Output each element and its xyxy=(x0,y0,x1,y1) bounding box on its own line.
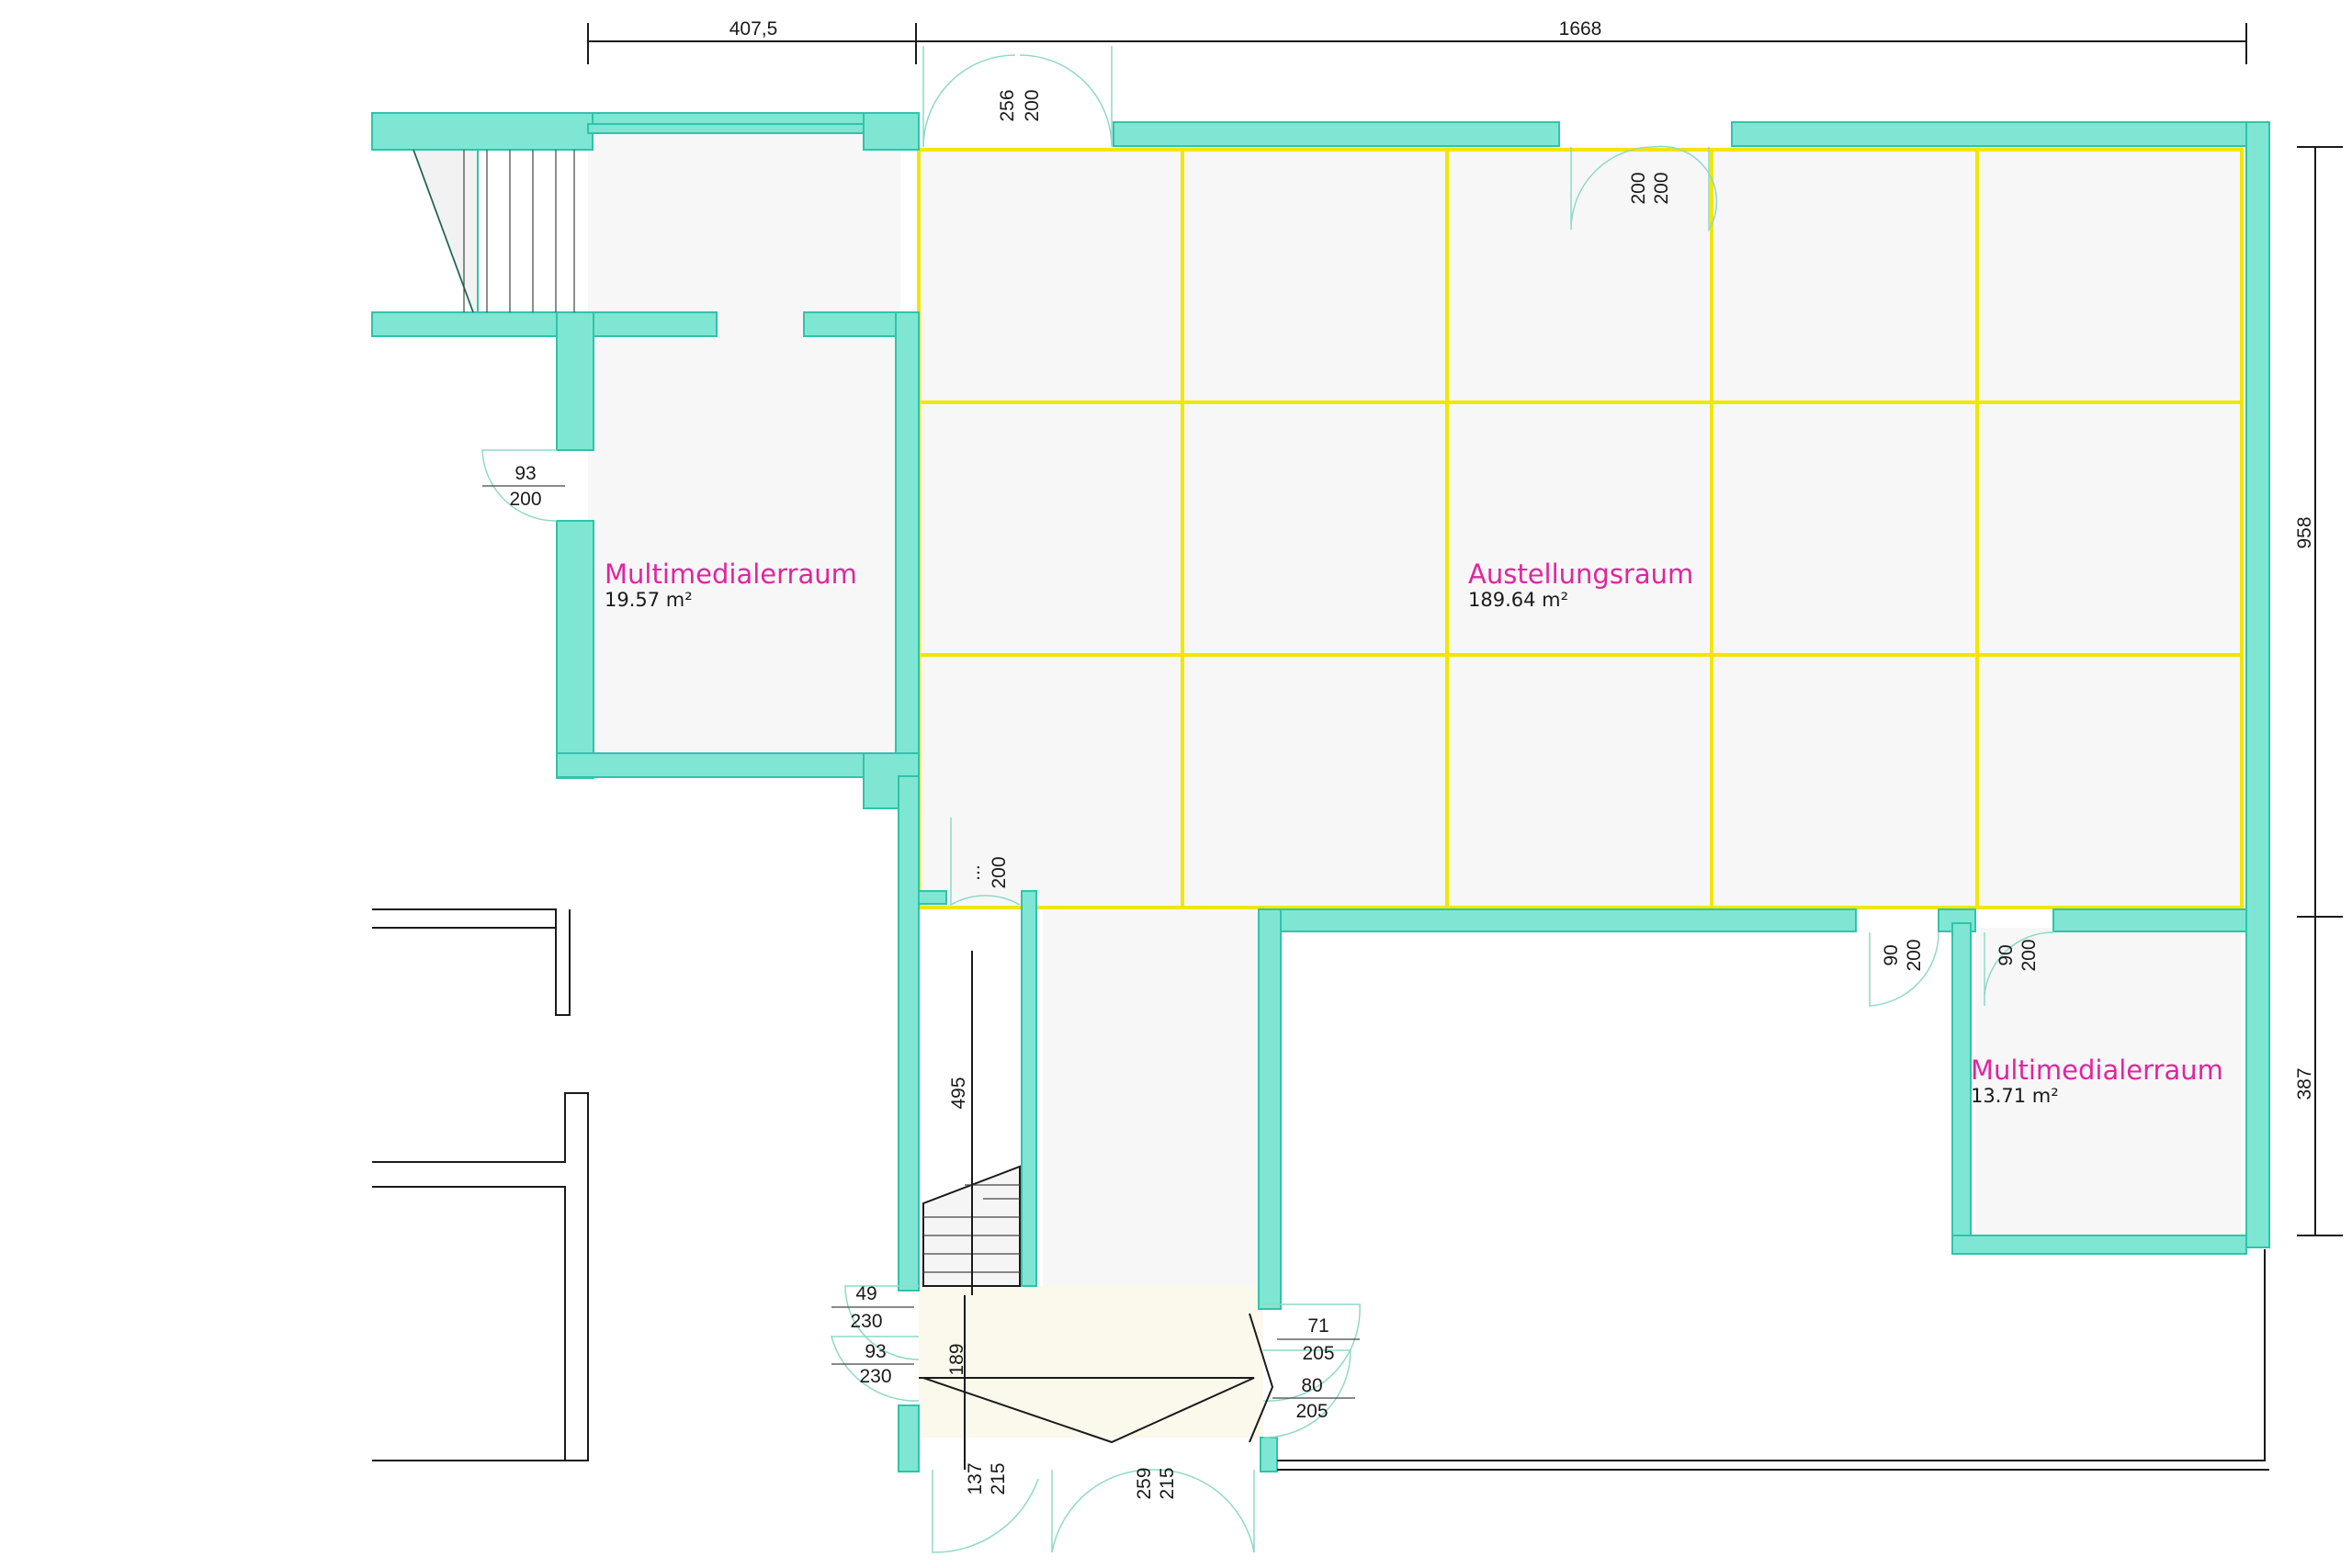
door-left-width: 93 xyxy=(514,463,536,484)
room-labels: Multimedialerraum 19.57 m² Austellungsra… xyxy=(605,558,2223,1107)
door-bottom-a-height: 215 xyxy=(988,1462,1009,1495)
floor-fills xyxy=(588,129,2246,1438)
room-area-multimedia-right: 13.71 m² xyxy=(1971,1085,2059,1107)
dimension-labels: 407,5 1668 958 387 495 189 256 200 200 2… xyxy=(482,18,2315,1500)
door-bottom-a-width: 137 xyxy=(965,1462,986,1495)
door-ll-a-height: 230 xyxy=(850,1311,882,1332)
door-top-entrance-height: 200 xyxy=(1022,89,1043,121)
door-top-entrance-width: 256 xyxy=(997,89,1018,121)
door-lr-b-height: 205 xyxy=(1295,1401,1328,1422)
room-name-multimedia-right: Multimedialerraum xyxy=(1971,1055,2223,1086)
door-bottom-b-width: 259 xyxy=(1134,1467,1155,1499)
walls xyxy=(371,112,2270,1472)
door-ll-b-height: 230 xyxy=(859,1366,891,1387)
dim-top-left: 407,5 xyxy=(729,18,778,39)
door-corridor-height: 200 xyxy=(989,856,1010,888)
door-top-inner-width: 200 xyxy=(1628,172,1649,204)
room-area-exhibition: 189.64 m² xyxy=(1468,589,1568,611)
door-lr-b-width: 80 xyxy=(1301,1375,1322,1396)
door-ll-b-width: 93 xyxy=(865,1341,886,1362)
room-area-multimedia-left: 19.57 m² xyxy=(605,589,693,611)
room-name-exhibition: Austellungsraum xyxy=(1468,558,1693,590)
outline-lines xyxy=(372,908,2269,1471)
door-swings xyxy=(481,46,2054,1553)
door-top-inner-height: 200 xyxy=(1651,172,1672,204)
dimension-lines xyxy=(587,23,2343,1470)
door-lr-a-height: 205 xyxy=(1302,1343,1334,1364)
door-ll-a-width: 49 xyxy=(855,1283,876,1304)
door-br-b-width: 90 xyxy=(1996,944,2017,965)
door-corridor-width: ... xyxy=(963,864,984,881)
dim-top-right: 1668 xyxy=(1559,18,1602,39)
staircase-top xyxy=(412,149,575,313)
door-br-a-height: 200 xyxy=(1904,939,1925,971)
dim-entrance: 189 xyxy=(946,1343,967,1375)
door-br-b-height: 200 xyxy=(2018,939,2040,971)
door-lr-a-width: 71 xyxy=(1307,1315,1329,1337)
door-bottom-b-height: 215 xyxy=(1157,1467,1178,1499)
dim-right-lower: 387 xyxy=(2294,1067,2315,1100)
dim-corridor: 495 xyxy=(948,1077,969,1109)
dim-right-upper: 958 xyxy=(2294,516,2315,548)
door-br-a-width: 90 xyxy=(1881,944,1902,965)
door-left-height: 200 xyxy=(509,489,541,510)
room-name-multimedia-left: Multimedialerraum xyxy=(605,558,857,590)
